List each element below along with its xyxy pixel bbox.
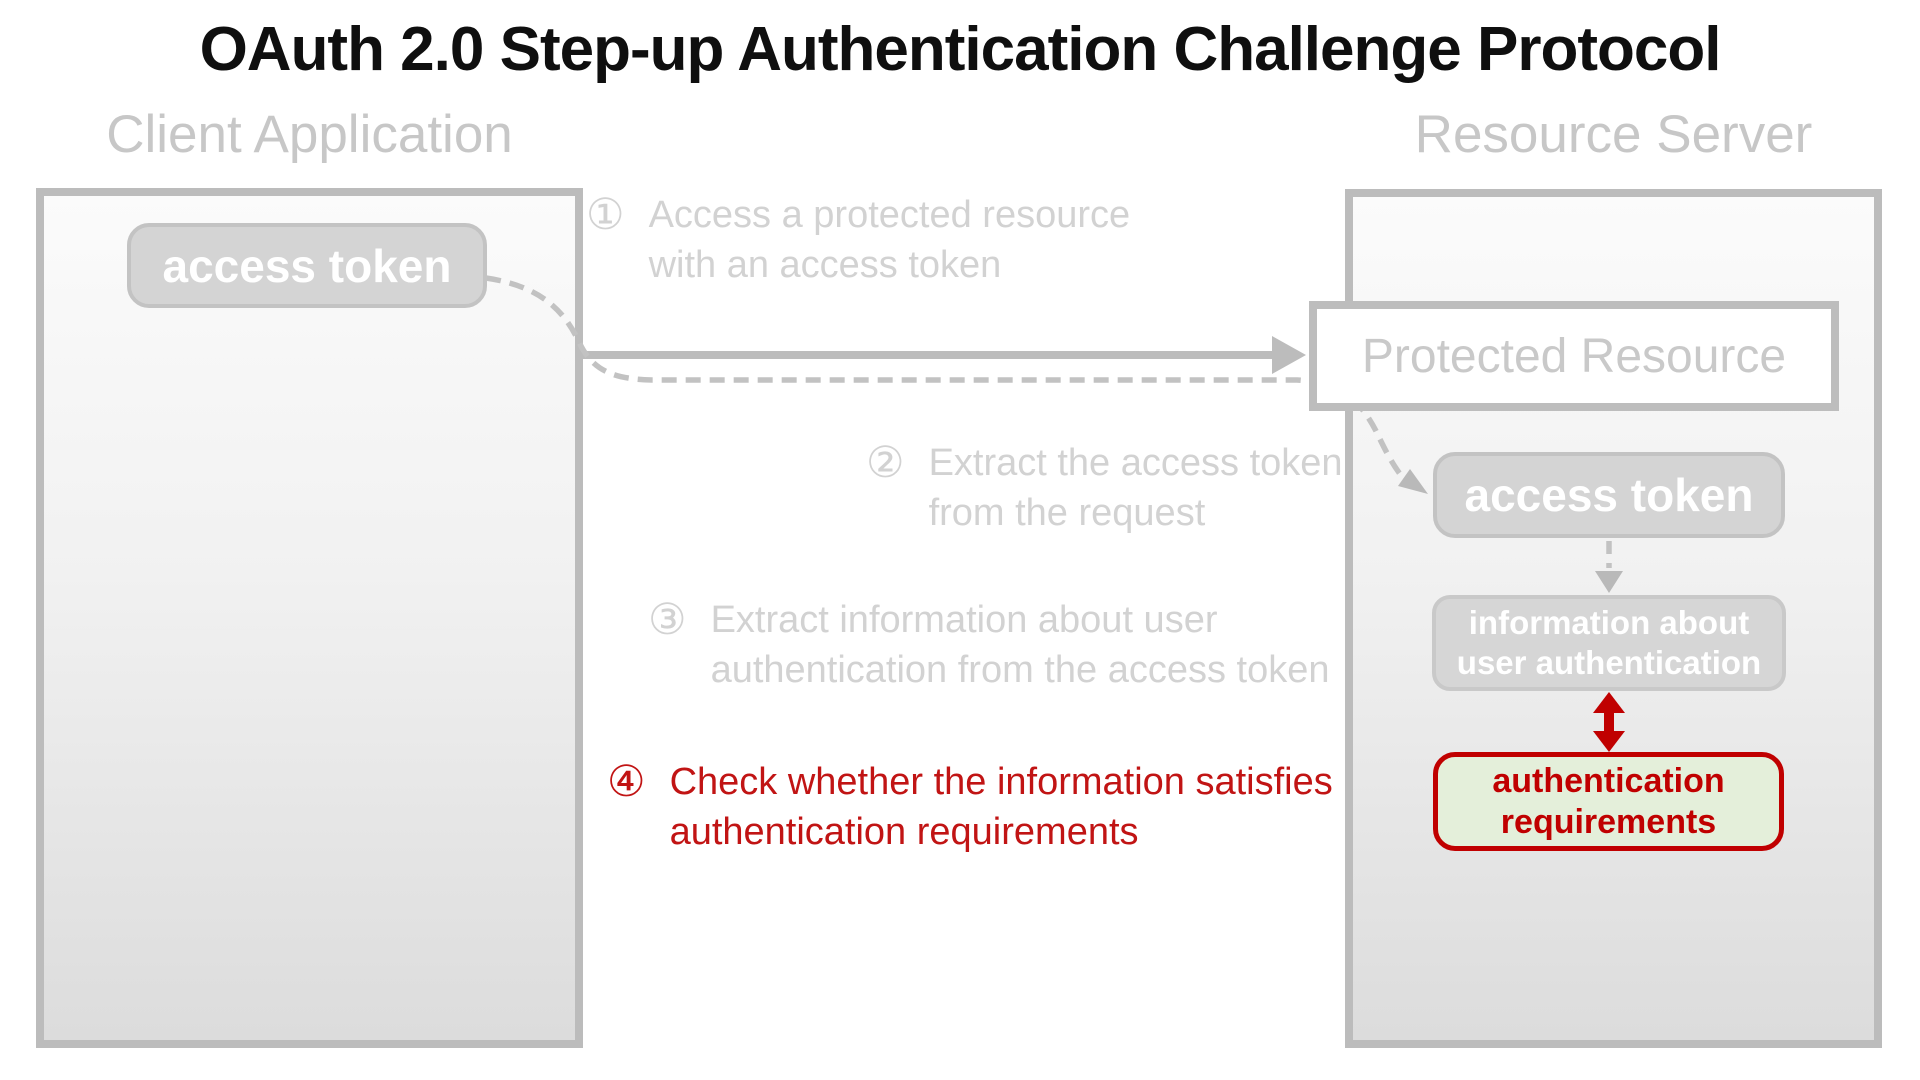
user-auth-info-line2: user authentication [1456, 644, 1762, 681]
client-access-token-box: access token [127, 223, 487, 308]
protected-resource-box: Protected Resource [1309, 301, 1839, 411]
token-to-info-dashed-arrow [1595, 541, 1623, 593]
step-1-number-icon: ① [586, 190, 625, 240]
client-application-panel [36, 188, 583, 1048]
diagram-title: OAuth 2.0 Step-up Authentication Challen… [199, 15, 1722, 84]
auth-requirements-box: authentication requirements [1433, 752, 1784, 851]
step-4-number-icon: ④ [607, 757, 646, 807]
user-auth-info-box: information about user authentication [1432, 595, 1786, 691]
step-2: ② Extract the access token from the requ… [866, 438, 1343, 538]
step-4-line1: Check whether the information satisfies [669, 761, 1333, 803]
step-4-line2: authentication requirements [669, 811, 1139, 853]
step-2-line2: from the request [928, 492, 1206, 534]
step-4: ④ Check whether the information satisfie… [607, 757, 1333, 857]
user-auth-info-line1: information about [1468, 604, 1750, 641]
step-3-line1: Extract information about user [710, 599, 1218, 641]
compare-double-arrow [1593, 692, 1625, 752]
client-application-label: Client Application [106, 105, 513, 164]
step-2-number-icon: ② [866, 438, 905, 488]
resource-server-label: Resource Server [1414, 105, 1813, 164]
request-arrow [576, 336, 1306, 374]
step-2-line1: Extract the access token [928, 442, 1343, 484]
step-3-line2: authentication from the access token [710, 649, 1330, 691]
server-access-token-box: access token [1433, 452, 1785, 538]
token-flow-dashed-arrow [485, 275, 1428, 494]
auth-requirements-line1: authentication [1492, 761, 1725, 800]
step-1-line2: with an access token [648, 244, 1002, 286]
step-3: ③ Extract information about user authent… [648, 595, 1329, 695]
step-1: ① Access a protected resource with an ac… [586, 190, 1130, 290]
auth-requirements-line2: requirements [1500, 802, 1717, 841]
step-1-line1: Access a protected resource [648, 194, 1131, 236]
step-3-number-icon: ③ [648, 595, 687, 645]
